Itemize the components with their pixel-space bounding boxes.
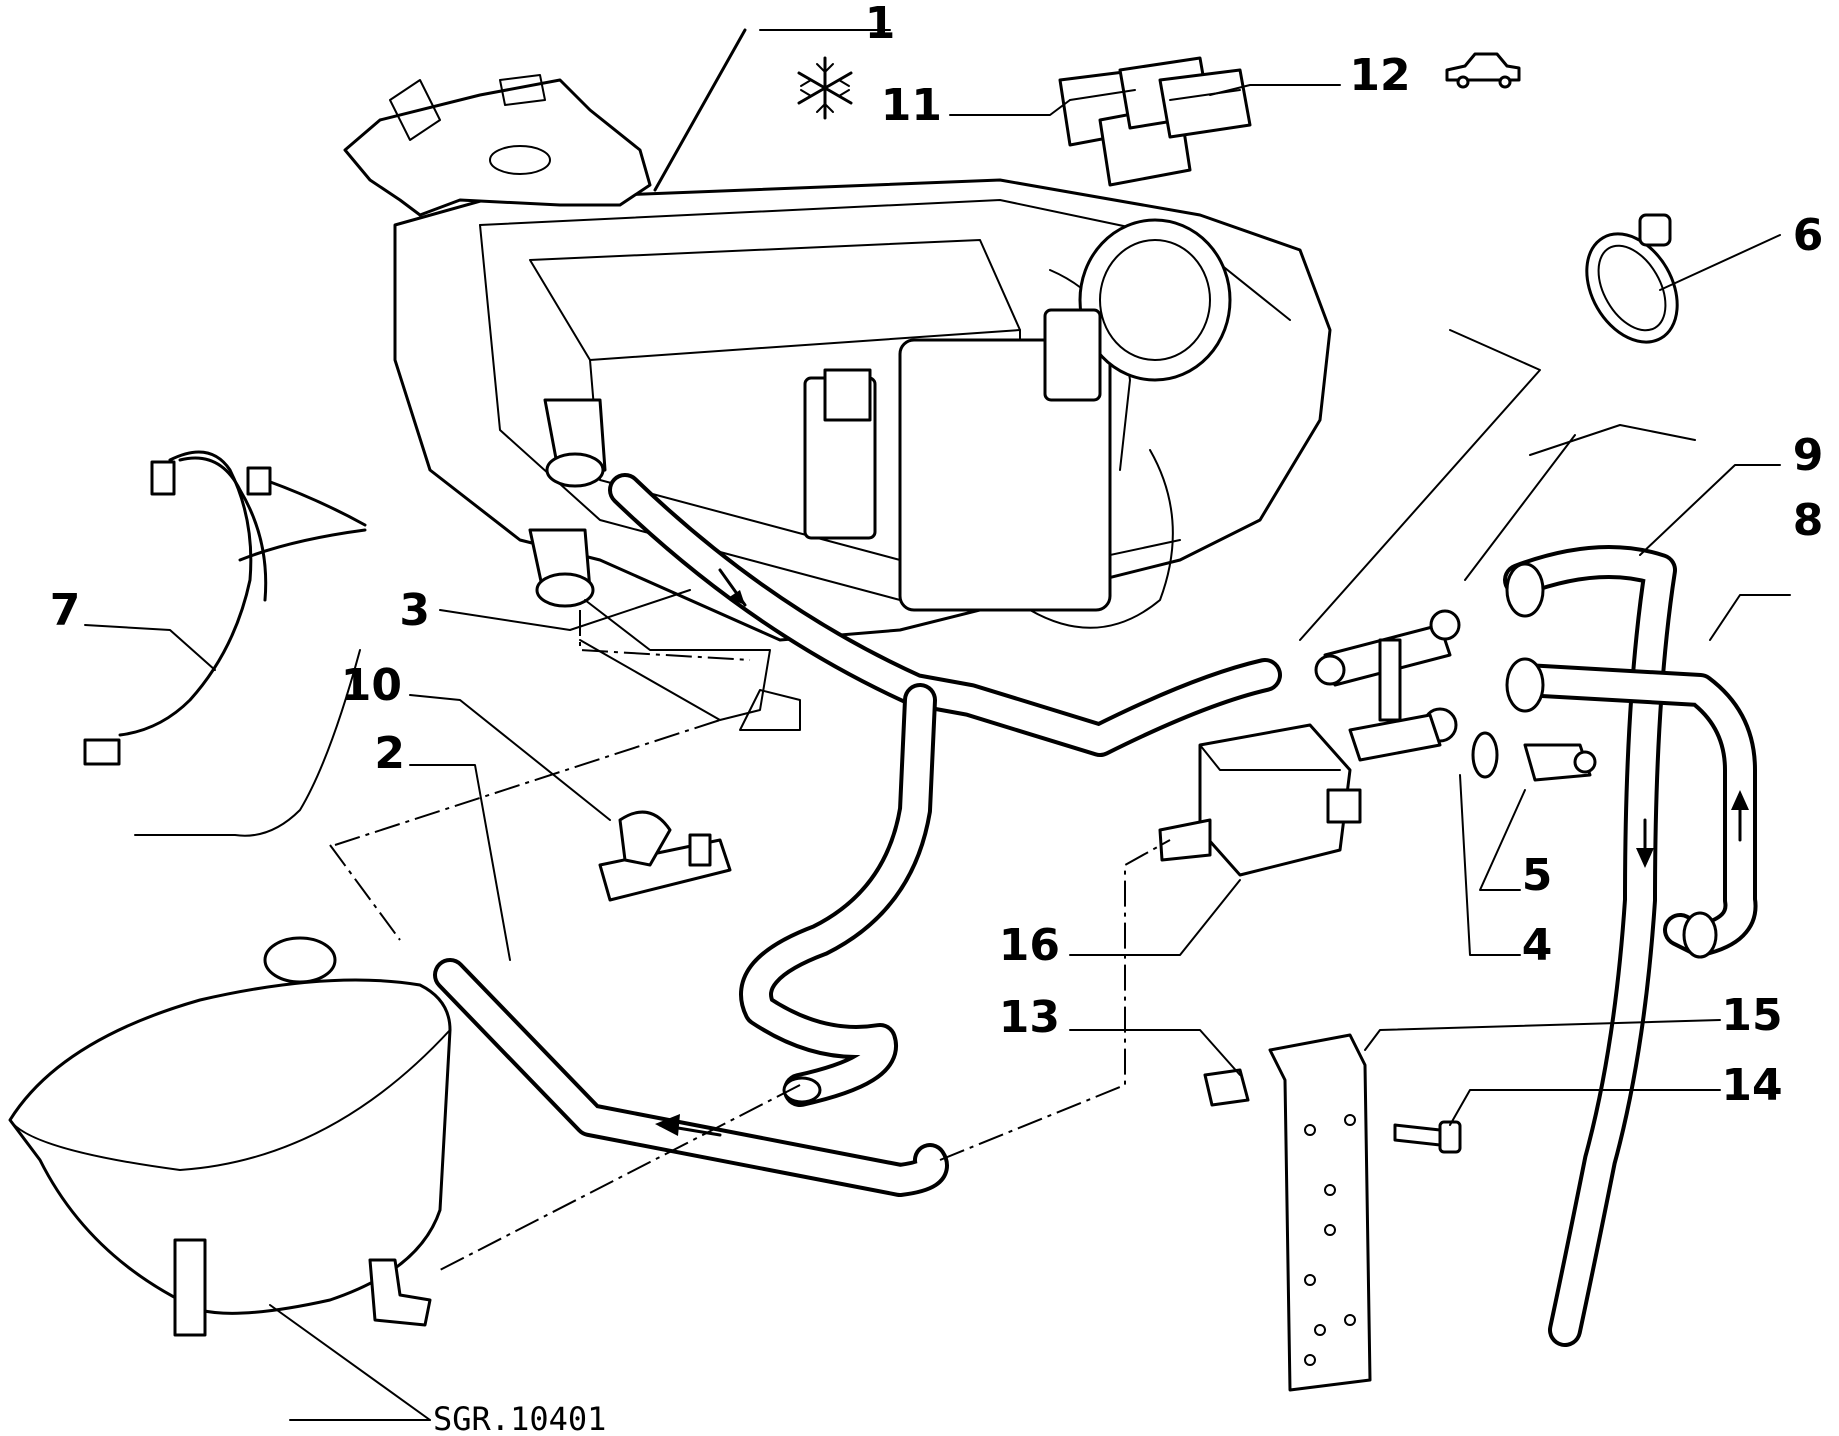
hose-clamp bbox=[1585, 213, 1679, 344]
clip bbox=[1203, 1068, 1250, 1107]
heater-unit bbox=[343, 74, 1332, 731]
snowflake-icon bbox=[797, 56, 853, 120]
callout-labels: 1 2 3 4 5 6 7 8 9 10 11 12 13 14 15 16 S… bbox=[50, 0, 1824, 1436]
callout-12: 12 bbox=[1349, 50, 1410, 101]
mounting-plate bbox=[1268, 1033, 1372, 1392]
wiring-harness bbox=[83, 450, 367, 766]
callout-14: 14 bbox=[1721, 1060, 1782, 1111]
callout-13: 13 bbox=[999, 992, 1060, 1043]
callout-10: 10 bbox=[341, 660, 402, 711]
callout-11: 11 bbox=[881, 80, 942, 131]
callout-8: 8 bbox=[1793, 495, 1824, 546]
leader-lines bbox=[84, 28, 1791, 1421]
callout-4: 4 bbox=[1522, 920, 1553, 971]
valve-assembly bbox=[1158, 609, 1597, 877]
callout-3: 3 bbox=[399, 585, 430, 636]
callout-9: 9 bbox=[1793, 430, 1824, 481]
callout-5: 5 bbox=[1522, 850, 1553, 901]
callout-1: 1 bbox=[865, 0, 896, 49]
expansion-tank bbox=[8, 936, 452, 1337]
screw bbox=[1393, 1120, 1462, 1154]
callout-15: 15 bbox=[1721, 990, 1782, 1041]
hoses bbox=[433, 473, 1758, 1347]
flow-arrows bbox=[655, 568, 1749, 1137]
callout-2: 2 bbox=[374, 728, 405, 779]
callout-7: 7 bbox=[50, 585, 81, 636]
car-icon bbox=[1445, 52, 1521, 89]
bracket bbox=[598, 810, 732, 902]
reference-code: SGR.10401 bbox=[433, 1400, 606, 1436]
callout-6: 6 bbox=[1793, 210, 1824, 261]
callout-16: 16 bbox=[999, 920, 1060, 971]
relays bbox=[1058, 56, 1252, 187]
